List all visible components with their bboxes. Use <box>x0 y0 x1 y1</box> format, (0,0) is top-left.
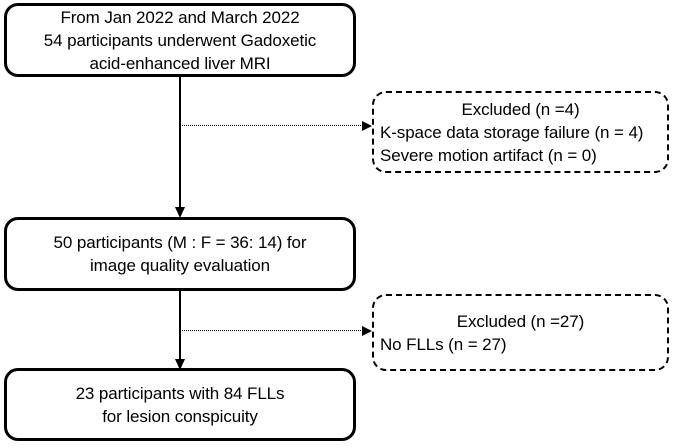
node-excluded-first: Excluded (n =4) K-space data storage fai… <box>372 91 669 173</box>
excluded-first-reason-1: K-space data storage failure (n = 4) <box>380 122 644 142</box>
connector-dotted-to-excluded-2 <box>180 330 363 331</box>
arrow-right-icon-to-excluded-2 <box>362 326 372 336</box>
node-enrolled-line-2: 54 participants underwent Gadoxetic <box>43 30 317 50</box>
node-enrolled-line-3: acid-enhanced liver MRI <box>89 53 271 73</box>
connector-line-enrolled-to-quality <box>179 77 181 209</box>
connector-line-quality-to-final <box>179 291 181 361</box>
arrow-down-icon-to-final <box>175 359 185 370</box>
node-final-cohort: 23 participants with 84 FLLs for lesion … <box>4 368 356 441</box>
connector-dotted-to-excluded-1 <box>180 125 363 126</box>
excluded-first-reason-2: Severe motion artifact (n = 0) <box>380 145 597 165</box>
excluded-first-title: Excluded (n =4) <box>461 99 580 119</box>
node-image-quality-evaluation: 50 participants (M : F = 36: 14) for ima… <box>4 217 356 291</box>
excluded-second-title: Excluded (n =27) <box>456 311 585 331</box>
node-enrolled-participants: From Jan 2022 and March 2022 54 particip… <box>4 3 356 77</box>
node-quality-line-2: image quality evaluation <box>90 256 270 275</box>
node-enrolled-line-1: From Jan 2022 and March 2022 <box>60 7 300 27</box>
arrow-right-icon-to-excluded-1 <box>362 121 372 131</box>
excluded-second-reason-1: No FLLs (n = 27) <box>380 334 507 354</box>
node-excluded-second: Excluded (n =27) No FLLs (n = 27) <box>372 294 669 371</box>
arrow-down-icon-to-quality <box>175 207 185 218</box>
node-final-line-1: 23 participants with 84 FLLs <box>75 383 285 403</box>
node-quality-line-1: 50 participants (M : F = 36: 14) for <box>53 233 307 252</box>
node-final-line-2: for lesion conspicuity <box>102 406 258 426</box>
